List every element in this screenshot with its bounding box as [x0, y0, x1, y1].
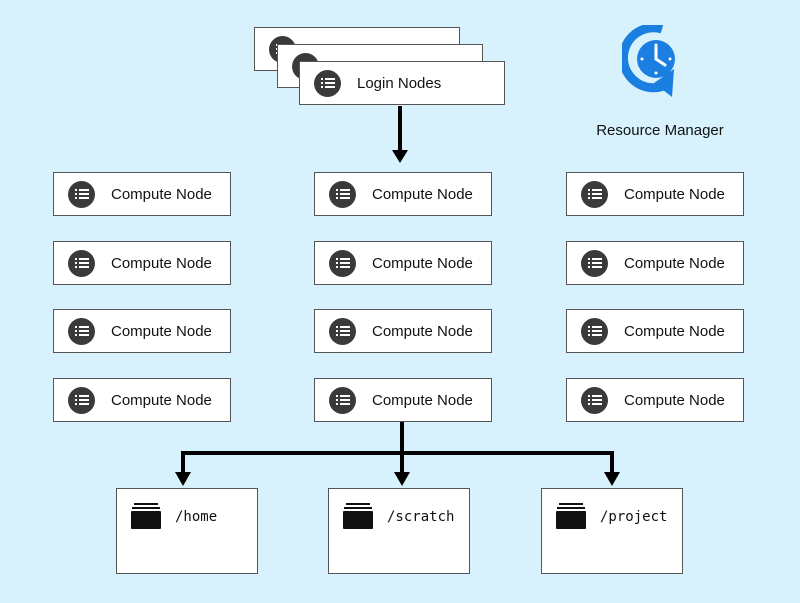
storage-path: /project — [600, 509, 668, 525]
compute-node-label: Compute Node — [624, 322, 725, 340]
folder-icon — [131, 503, 161, 534]
storage-path: /scratch — [387, 509, 455, 525]
project-arrowhead — [604, 472, 620, 486]
compute-node-label: Compute Node — [624, 391, 725, 409]
compute-node: Compute Node — [53, 241, 231, 285]
list-icon — [68, 386, 95, 414]
list-icon — [314, 69, 341, 97]
compute-node-label: Compute Node — [111, 322, 212, 340]
storage-scratch: /scratch — [328, 488, 470, 574]
clock-refresh-icon — [622, 25, 675, 97]
compute-node: Compute Node — [53, 172, 231, 216]
list-icon — [68, 180, 95, 208]
compute-node-label: Compute Node — [624, 254, 725, 272]
compute-node: Compute Node — [53, 378, 231, 422]
compute-node: Compute Node — [53, 309, 231, 353]
list-icon — [581, 249, 608, 277]
compute-node: Compute Node — [566, 241, 744, 285]
list-icon — [68, 317, 95, 345]
scratch-arrowhead — [394, 472, 410, 486]
list-icon — [329, 317, 356, 345]
compute-node: Compute Node — [314, 309, 492, 353]
compute-node-label: Compute Node — [372, 391, 473, 409]
list-icon — [329, 386, 356, 414]
login-nodes-label: Login Nodes — [357, 74, 442, 92]
compute-node-label: Compute Node — [372, 185, 473, 203]
folder-icon — [556, 503, 586, 534]
compute-node: Compute Node — [566, 172, 744, 216]
compute-node: Compute Node — [566, 309, 744, 353]
login-nodes: Login Nodes — [299, 61, 505, 105]
list-icon — [581, 317, 608, 345]
storage-path: /home — [175, 509, 218, 525]
compute-node-label: Compute Node — [372, 254, 473, 272]
list-icon — [581, 180, 608, 208]
compute-node: Compute Node — [566, 378, 744, 422]
folder-icon — [343, 503, 373, 534]
compute-node-label: Compute Node — [624, 185, 725, 203]
list-icon — [329, 249, 356, 277]
compute-node-label: Compute Node — [111, 185, 212, 203]
compute-node-label: Compute Node — [111, 254, 212, 272]
compute-node-label: Compute Node — [372, 322, 473, 340]
compute-node: Compute Node — [314, 378, 492, 422]
storage-home: /home — [116, 488, 258, 574]
login-arrowhead — [392, 150, 408, 163]
list-icon — [68, 249, 95, 277]
compute-node: Compute Node — [314, 241, 492, 285]
list-icon — [581, 386, 608, 414]
storage-project: /project — [541, 488, 683, 574]
resource-manager-label: Resource Manager — [596, 122, 724, 139]
compute-node-label: Compute Node — [111, 391, 212, 409]
compute-node: Compute Node — [314, 172, 492, 216]
home-arrowhead — [175, 472, 191, 486]
list-icon — [329, 180, 356, 208]
